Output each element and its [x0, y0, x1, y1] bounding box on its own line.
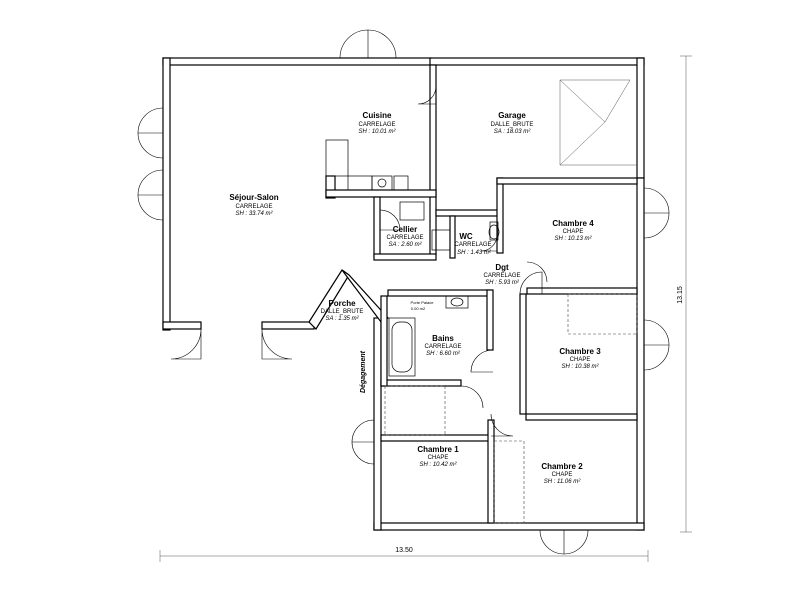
room-bains-name: Bains — [432, 334, 454, 343]
room-cuisine-finish: CARRELAGE — [358, 122, 395, 128]
placard-label: Porte Palace — [411, 300, 435, 305]
room-dgt-name: Dgt — [495, 263, 509, 272]
door-swings — [137, 29, 670, 555]
room-bains-area: SH : 6.60 m² — [426, 351, 461, 357]
wc-fixture — [488, 221, 500, 241]
room-chambre1-area: SH : 10.42 m² — [419, 462, 457, 468]
room-chambre3-finish: CHAPE — [570, 357, 591, 363]
room-dgt-finish: CARRELAGE — [483, 273, 520, 279]
room-chambre4: Chambre 4 CHAPE SH : 10.13 m² — [552, 219, 594, 242]
room-sejour-finish: CARRELAGE — [235, 204, 272, 210]
room-cellier-finish: CARRELAGE — [386, 235, 423, 241]
room-chambre2-area: SH : 11.06 m² — [544, 479, 582, 485]
room-chambre1: Chambre 1 CHAPE SH : 10.42 m² — [417, 445, 459, 468]
room-sejour-name: Séjour-Salon — [229, 193, 278, 202]
room-chambre2: Chambre 2 CHAPE SH : 11.06 m² — [541, 462, 583, 485]
room-wc-name: WC — [459, 232, 473, 241]
porche-walls — [308, 269, 389, 330]
room-dgt: Dgt CARRELAGE SH : 5.93 m² — [483, 263, 520, 286]
room-cellier: Cellier CARRELAGE SA : 2.60 m² — [386, 225, 423, 248]
room-wc: WC CARRELAGE SH : 1.43 m² — [454, 232, 491, 256]
room-wc-finish: CARRELAGE — [454, 242, 491, 248]
room-cellier-name: Cellier — [393, 225, 417, 234]
room-garage-finish: DALLE_BRUTE — [491, 122, 534, 128]
room-wc-area: SH : 1.43 m² — [457, 250, 492, 256]
room-chambre3-area: SH : 10.38 m² — [561, 364, 599, 370]
room-garage: Garage DALLE_BRUTE SA : 18.03 m² — [491, 111, 534, 135]
room-porche-finish: DALLE_BRUTE — [321, 309, 364, 315]
dimension-height-label: 13.15 — [677, 286, 684, 304]
dimension-lines — [159, 55, 692, 562]
room-sejour: Séjour-Salon CARRELAGE SH : 33.74 m² — [229, 193, 278, 217]
garage-door — [559, 79, 637, 166]
room-porche-area: SA : 1.35 m² — [325, 316, 359, 322]
room-bains-finish: CARRELAGE — [424, 344, 461, 350]
fixture-labels: Porte Palace 0.00 m2 Dégagement — [360, 300, 434, 393]
exterior-walls — [162, 57, 645, 531]
room-garage-area: SA : 18.03 m² — [494, 129, 531, 135]
room-porche-name: Porche — [328, 299, 356, 308]
room-porche: Porche DALLE_BRUTE SA : 1.35 m² — [321, 299, 364, 322]
washbasin-icon — [445, 295, 469, 309]
room-chambre1-finish: CHAPE — [428, 455, 449, 461]
dimension-width-label: 13.50 — [395, 547, 413, 554]
room-bains: Bains CARRELAGE SH : 6.60 m² — [424, 334, 461, 357]
room-chambre4-area: SH : 10.13 m² — [554, 236, 592, 242]
room-chambre2-name: Chambre 2 — [541, 462, 583, 471]
room-cellier-area: SA : 2.60 m² — [388, 242, 422, 248]
room-chambre3-name: Chambre 3 — [559, 347, 601, 356]
bathtub-icon — [388, 317, 416, 377]
kitchen-fixtures — [325, 139, 451, 251]
room-cuisine-area: SH : 10.01 m² — [358, 129, 396, 135]
room-dgt-area: SH : 5.93 m² — [485, 280, 520, 286]
closets — [384, 293, 638, 524]
room-chambre2-finish: CHAPE — [552, 472, 573, 478]
room-cuisine-name: Cuisine — [363, 111, 392, 120]
room-chambre1-name: Chambre 1 — [417, 445, 459, 454]
room-chambre4-name: Chambre 4 — [552, 219, 594, 228]
room-garage-name: Garage — [498, 111, 526, 120]
placard-area-label: 0.00 m2 — [411, 306, 426, 311]
room-chambre4-finish: CHAPE — [563, 229, 584, 235]
room-chambre3: Chambre 3 CHAPE SH : 10.38 m² — [559, 347, 601, 370]
degagement-label: Dégagement — [360, 350, 367, 393]
room-sejour-area: SH : 33.74 m² — [235, 211, 273, 217]
room-cuisine: Cuisine CARRELAGE SH : 10.01 m² — [358, 111, 396, 135]
